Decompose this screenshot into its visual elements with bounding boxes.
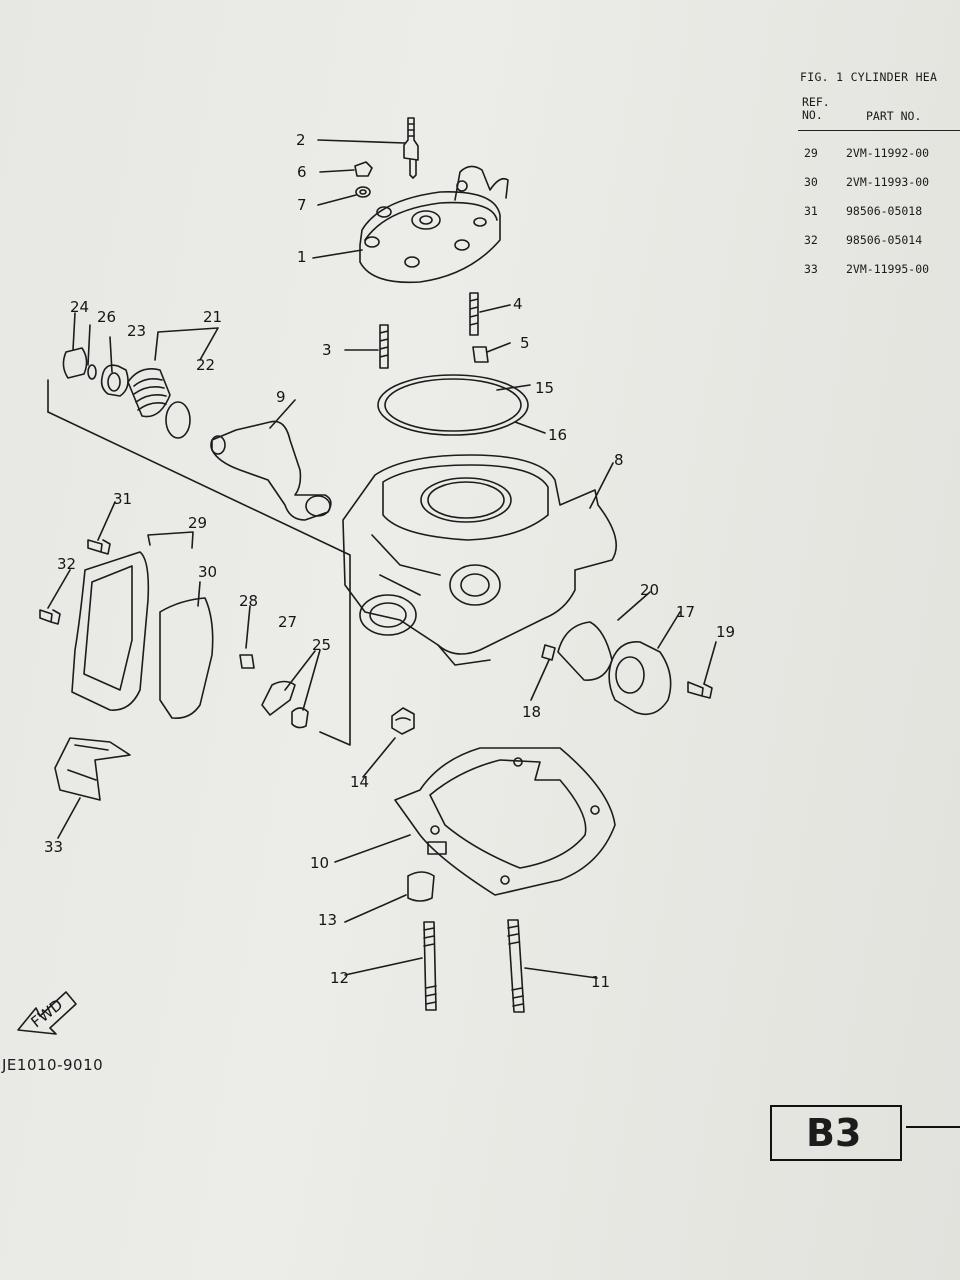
valve-cover	[608, 641, 672, 716]
callout-number: 30	[198, 563, 217, 581]
callout-number: 32	[57, 555, 76, 573]
part-no-header: PART NO.	[866, 109, 922, 123]
callout-number: 3	[322, 341, 332, 359]
callout-number: 29	[188, 514, 207, 532]
callout-number: 8	[614, 451, 624, 469]
callout-number: 21	[203, 308, 222, 326]
table-row: 32 98506-05014	[804, 233, 922, 247]
callout-number: 28	[239, 592, 258, 610]
bolt	[239, 654, 255, 669]
section-badge: B3	[770, 1105, 902, 1161]
callout-number: 6	[297, 163, 307, 181]
o-ring-small	[87, 364, 97, 380]
callout-number: 27	[278, 613, 297, 631]
table-row: 30 2VM-11993-00	[804, 175, 929, 189]
ref-number: 29	[804, 146, 818, 160]
collar	[291, 707, 309, 729]
callout-number: 26	[97, 308, 116, 326]
callout-number: 31	[113, 490, 132, 508]
callout-number: 14	[350, 773, 369, 791]
cover-gasket	[557, 621, 613, 681]
cylinder-head	[359, 165, 509, 284]
part-number: 2VM-11992-00	[846, 146, 930, 160]
ref-number: 32	[804, 233, 818, 247]
callout-number: 25	[312, 636, 331, 654]
bolt	[87, 539, 111, 555]
fwd-label: FWD	[28, 995, 67, 1031]
ref-number: 33	[804, 262, 818, 276]
bolt	[39, 609, 61, 625]
group-bracket-line	[47, 411, 351, 746]
cylinder	[342, 454, 618, 666]
callout-labels: 2 6 7 1 3 4 5 15 16 8 9 24 26 23 21 22 3…	[28, 131, 736, 1031]
callout-number: 2	[296, 131, 306, 149]
ref-number: 31	[804, 204, 818, 218]
callout-number: 33	[44, 838, 63, 856]
part-number: 98506-05018	[846, 204, 923, 218]
callout-number: 4	[513, 295, 523, 313]
table-row: 29 2VM-11992-00	[804, 146, 929, 160]
diagram-code: JE1010-9010	[2, 1056, 104, 1074]
callout-number: 16	[548, 426, 567, 444]
callout-number: 24	[70, 298, 89, 316]
header-divider	[798, 130, 960, 131]
callout-number: 22	[196, 356, 215, 374]
callout-number: 9	[276, 388, 286, 406]
callout-number: 17	[676, 603, 695, 621]
bearing	[100, 364, 129, 397]
callout-number: 1	[297, 248, 307, 266]
nut	[354, 161, 373, 177]
stud	[379, 324, 389, 369]
nut	[472, 346, 489, 363]
exhaust-valve	[210, 420, 332, 521]
bolt	[687, 681, 713, 699]
section-label: B3	[806, 1111, 862, 1155]
base-gasket	[394, 747, 616, 896]
part-number: 2VM-11995-00	[846, 262, 930, 276]
spark-plug	[403, 117, 419, 179]
stud	[469, 292, 479, 336]
side-cover	[71, 551, 150, 711]
cover-gasket	[159, 597, 214, 720]
callout-number: 20	[640, 581, 659, 599]
table-row: 33 2VM-11995-00	[804, 262, 929, 276]
callout-number: 7	[297, 196, 307, 214]
callout-number: 13	[318, 911, 337, 929]
callout-number: 12	[330, 969, 349, 987]
callout-number: 19	[716, 623, 735, 641]
part-number: 98506-05014	[846, 233, 923, 247]
callout-number: 18	[522, 703, 541, 721]
o-ring	[377, 374, 529, 436]
figure-title: FIG. 1 CYLINDER HEA	[800, 70, 938, 84]
table-row: 31 98506-05018	[804, 204, 922, 218]
o-ring	[165, 401, 191, 439]
callout-number: 11	[591, 973, 610, 991]
spacer	[407, 871, 435, 902]
section-rule	[906, 1126, 960, 1128]
long-stud	[423, 921, 437, 1011]
ref-number: 30	[804, 175, 818, 189]
part-number: 2VM-11993-00	[846, 175, 930, 189]
callout-number: 10	[310, 854, 329, 872]
fwd-arrow-icon	[17, 991, 77, 1035]
washer	[355, 186, 371, 198]
ref-no-header: REF. NO.	[802, 95, 830, 122]
valve-spring	[127, 368, 171, 418]
clip	[261, 680, 296, 716]
callout-number: 5	[520, 334, 530, 352]
long-stud	[507, 919, 525, 1013]
nut	[391, 707, 415, 735]
callout-number: 23	[127, 322, 146, 340]
collar	[62, 347, 88, 379]
dowel-pin	[541, 644, 556, 661]
callout-number: 15	[535, 379, 554, 397]
bracket	[54, 737, 131, 801]
